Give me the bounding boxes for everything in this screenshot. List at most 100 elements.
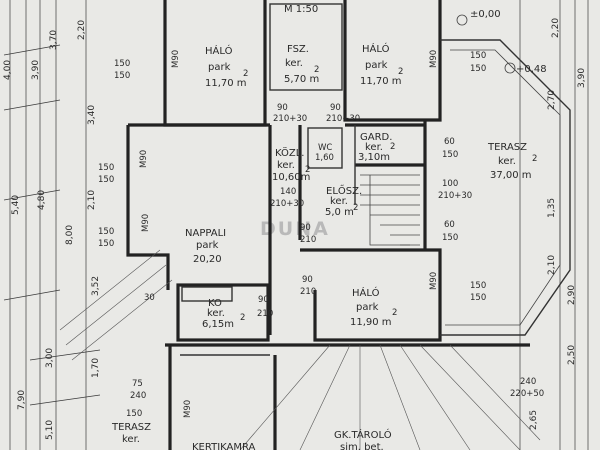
room-kozl: KÖZL. ker. 10,60m 2 (272, 146, 310, 183)
svg-text:5,70 m: 5,70 m (284, 74, 319, 85)
svg-text:park: park (365, 60, 388, 71)
level-plus: +0,48 (516, 64, 547, 75)
svg-text:1,35: 1,35 (547, 198, 557, 218)
svg-text:150: 150 (442, 150, 458, 160)
svg-text:3,00: 3,00 (45, 348, 55, 368)
svg-text:2,20: 2,20 (551, 18, 561, 38)
svg-text:2,20: 2,20 (77, 20, 87, 40)
level-marker-plus (504, 62, 516, 74)
svg-text:KO: KO (208, 298, 222, 309)
dimension-labels: 150 150 150 150 90 210+30 90 210+30 60 1… (98, 51, 544, 419)
svg-text:3,10m: 3,10m (358, 152, 390, 163)
svg-text:150: 150 (470, 293, 486, 303)
svg-text:150: 150 (114, 71, 130, 81)
svg-text:2: 2 (305, 165, 310, 175)
room-wc: WC 1,60 (315, 143, 334, 163)
svg-text:11,70 m: 11,70 m (360, 76, 402, 87)
door-label-1: M90 (171, 50, 181, 68)
svg-text:210: 210 (300, 287, 316, 297)
svg-text:ELŐSZ.: ELŐSZ. (326, 183, 362, 197)
svg-text:2,10: 2,10 (87, 190, 97, 210)
svg-text:150: 150 (98, 175, 114, 185)
svg-text:ker.: ker. (330, 196, 348, 207)
svg-text:90: 90 (258, 295, 269, 305)
room-kertikamra: KERTIKAMRA (192, 442, 256, 450)
svg-text:ker.: ker. (365, 142, 383, 153)
door-label-3: M90 (139, 150, 149, 168)
svg-text:sim. bet.: sim. bet. (340, 442, 384, 450)
svg-text:HÁLÓ: HÁLÓ (205, 44, 233, 57)
svg-text:FSZ.: FSZ. (287, 44, 309, 55)
svg-text:150: 150 (98, 239, 114, 249)
svg-text:HÁLÓ: HÁLÓ (362, 42, 390, 55)
svg-text:220+50: 220+50 (510, 389, 544, 399)
svg-text:90: 90 (330, 103, 341, 113)
svg-text:210+30: 210+30 (273, 114, 307, 124)
room-konyha: KO ker. 6,15m 2 (202, 298, 245, 330)
svg-text:37,00 m: 37,00 m (490, 170, 532, 181)
room-gktarolo: GK.TÁROLÓ sim. bet. (334, 428, 392, 450)
svg-text:150: 150 (114, 59, 130, 69)
svg-text:2,50: 2,50 (567, 345, 577, 365)
main-walls (59, 0, 571, 450)
svg-text:210: 210 (257, 309, 273, 319)
svg-text:30: 30 (144, 293, 155, 303)
dim-ticks-left (3, 44, 101, 406)
svg-text:GARD.: GARD. (360, 132, 392, 143)
svg-text:150: 150 (470, 64, 486, 74)
room-eloter: ELŐSZ. ker. 5,0 m 2 (325, 183, 362, 218)
svg-text:WC: WC (318, 143, 332, 153)
door-label-4: M90 (141, 214, 151, 232)
svg-text:ker.: ker. (498, 156, 516, 167)
svg-text:park: park (196, 240, 219, 251)
svg-text:240: 240 (520, 377, 536, 387)
door-label-6: M90 (183, 400, 193, 418)
svg-text:ker.: ker. (285, 58, 303, 69)
svg-text:HÁLÓ: HÁLÓ (352, 286, 380, 299)
svg-text:ker.: ker. (122, 434, 140, 445)
svg-text:2: 2 (314, 65, 319, 75)
svg-text:60: 60 (444, 220, 455, 230)
room-nappali: NAPPALI park 20,20 (185, 228, 226, 265)
room-terasz-lower: TERASZ ker. (111, 422, 151, 445)
room-halo-1: HÁLÓ park 11,70 m 2 (205, 44, 248, 89)
svg-text:20,20: 20,20 (193, 254, 222, 265)
svg-text:1,60: 1,60 (315, 153, 334, 163)
svg-text:2: 2 (398, 67, 403, 77)
svg-text:240: 240 (130, 391, 146, 401)
svg-text:4,80: 4,80 (37, 190, 47, 210)
vertical-dimension-labels: 4,00 3,90 5,40 4,80 8,00 2,10 3,70 2,20 … (3, 18, 587, 440)
svg-text:150: 150 (98, 227, 114, 237)
svg-text:5,0 m: 5,0 m (325, 207, 354, 218)
svg-text:90: 90 (302, 275, 313, 285)
svg-text:park: park (208, 62, 231, 73)
door-label-2: M90 (429, 50, 439, 68)
svg-text:210+30: 210+30 (326, 114, 360, 124)
svg-text:KÖZL.: KÖZL. (275, 146, 304, 159)
svg-text:3,40: 3,40 (87, 105, 97, 125)
svg-text:75: 75 (132, 379, 143, 389)
svg-text:6,15m: 6,15m (202, 319, 234, 330)
svg-text:210: 210 (300, 235, 316, 245)
svg-text:2: 2 (240, 313, 245, 323)
svg-text:TERASZ: TERASZ (111, 422, 151, 433)
room-halo-2: HÁLÓ park 11,70 m 2 (360, 42, 403, 87)
svg-text:11,90 m: 11,90 m (350, 317, 392, 328)
room-fsz: FSZ. ker. 5,70 m 2 (284, 44, 319, 85)
svg-text:4,00: 4,00 (3, 60, 13, 80)
room-terasz: TERASZ ker. 2 37,00 m (487, 142, 537, 181)
svg-text:3,90: 3,90 (31, 60, 41, 80)
svg-text:5,10: 5,10 (45, 420, 55, 440)
svg-text:TERASZ: TERASZ (487, 142, 527, 153)
watermark: DUNA (260, 218, 330, 240)
svg-text:park: park (356, 302, 379, 313)
svg-text:GK.TÁROLÓ: GK.TÁROLÓ (334, 428, 392, 441)
svg-text:1,70: 1,70 (91, 358, 101, 378)
svg-text:2: 2 (392, 308, 397, 318)
svg-text:150: 150 (470, 281, 486, 291)
svg-text:150: 150 (470, 51, 486, 61)
door-label-5: M90 (429, 272, 439, 290)
svg-text:NAPPALI: NAPPALI (185, 228, 226, 239)
svg-text:8,00: 8,00 (65, 225, 75, 245)
